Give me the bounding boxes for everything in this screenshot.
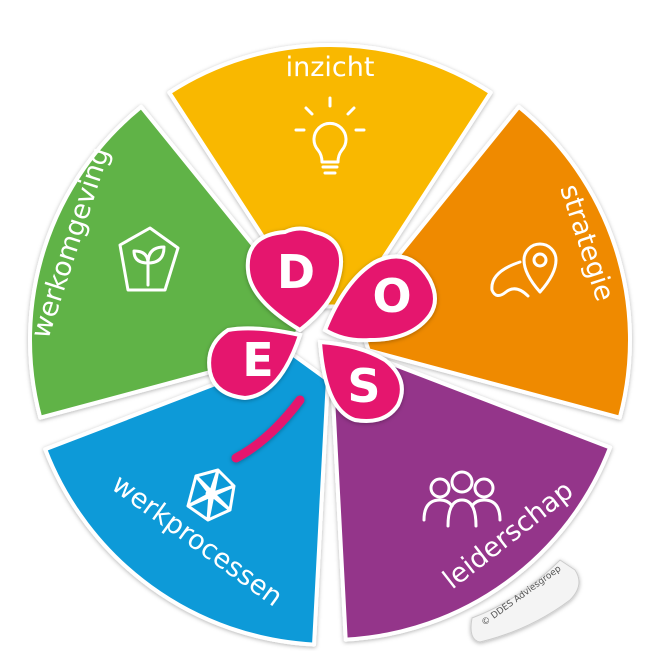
segment-werkprocessen — [43, 352, 330, 647]
clover-leaf-e — [207, 326, 303, 401]
segment-inzicht — [167, 43, 493, 309]
does-clover-logo: D O E S — [207, 226, 437, 463]
network-icon — [186, 468, 236, 522]
people-group-icon — [422, 470, 502, 528]
letter-o: O — [372, 269, 411, 323]
lightbulb-icon — [294, 96, 366, 175]
clover-leaf-d — [245, 226, 344, 333]
clover-leaf-o — [322, 254, 437, 343]
letter-d: D — [277, 245, 315, 299]
clover-stem — [231, 395, 305, 463]
plant-in-house-icon — [118, 226, 180, 292]
segment-leiderschap — [330, 352, 613, 642]
segment-strategie — [353, 104, 632, 420]
letter-e: E — [242, 333, 273, 387]
location-pin-icon — [490, 242, 558, 298]
clover-leaf-s — [317, 339, 404, 423]
label-inzicht: inzicht — [286, 52, 375, 83]
letter-s: S — [347, 359, 380, 413]
